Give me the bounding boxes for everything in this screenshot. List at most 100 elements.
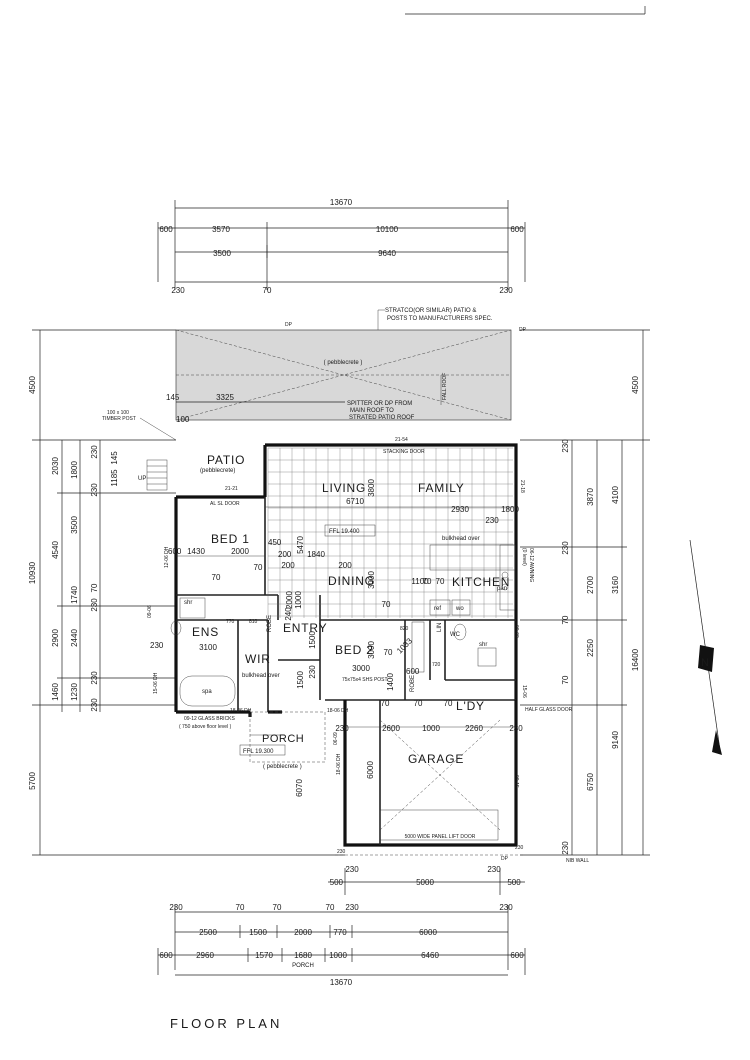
svg-text:70: 70 — [561, 615, 570, 624]
room-ens: ENS — [192, 625, 219, 639]
panel-lift-door-note: 5000 WIDE PANEL LIFT DOOR — [405, 834, 476, 840]
svg-text:145: 145 — [166, 393, 180, 402]
room-entry: ENTRY — [283, 621, 327, 635]
room-bed1: BED 1 — [211, 532, 250, 546]
svg-text:POSTS TO MANUFACTURERS SPEC.: POSTS TO MANUFACTURERS SPEC. — [387, 316, 493, 322]
svg-text:240: 240 — [284, 607, 293, 621]
svg-text:06-12 AWNING: 06-12 AWNING — [528, 548, 534, 582]
svg-text:2000: 2000 — [294, 928, 312, 937]
svg-text:6460: 6460 — [421, 951, 439, 960]
svg-text:70: 70 — [381, 699, 390, 708]
svg-text:1000: 1000 — [294, 591, 303, 609]
svg-text:70: 70 — [254, 563, 263, 572]
svg-text:9140: 9140 — [611, 731, 620, 749]
porch-pebblecrete: ( pebblecrete ) — [263, 764, 302, 770]
svg-text:1000: 1000 — [422, 724, 440, 733]
dim-top-r2-1: 9640 — [378, 249, 396, 258]
svg-text:18-06 DH: 18-06 DH — [336, 753, 342, 775]
kitchen-bench: ref wo pan bulkhead over — [429, 536, 516, 616]
svg-text:SPITTER OR DP FROM: SPITTER OR DP FROM — [347, 401, 412, 407]
svg-text:1185: 1185 — [110, 469, 119, 487]
svg-text:6750: 6750 — [586, 773, 595, 791]
dim-top-r1-0: 600 — [159, 225, 173, 234]
svg-text:18-06 DH: 18-06 DH — [327, 708, 349, 714]
dim-top-r3-1: 70 — [263, 286, 272, 295]
svg-text:UP: UP — [138, 476, 146, 482]
svg-text:DP: DP — [285, 322, 293, 328]
svg-text:230: 230 — [509, 724, 523, 733]
svg-text:70: 70 — [414, 699, 423, 708]
svg-text:70: 70 — [273, 903, 282, 912]
svg-text:5470: 5470 — [296, 536, 305, 554]
svg-text:600: 600 — [510, 951, 524, 960]
svg-text:230: 230 — [150, 641, 164, 650]
svg-text:3800: 3800 — [367, 479, 376, 497]
svg-text:600: 600 — [168, 547, 182, 556]
top-dimensions: 13670 600 3570 10100 600 3500 9640 230 7… — [157, 198, 526, 295]
svg-text:600: 600 — [406, 667, 420, 676]
north-arrow: N — [689, 539, 722, 755]
svg-text:200: 200 — [338, 561, 352, 570]
svg-text:6000: 6000 — [419, 928, 437, 937]
svg-text:1840: 1840 — [307, 550, 325, 559]
svg-text:2030: 2030 — [51, 457, 60, 475]
svg-text:70: 70 — [561, 675, 570, 684]
svg-text:2000: 2000 — [285, 591, 294, 609]
svg-text:720: 720 — [432, 662, 441, 668]
svg-text:10930: 10930 — [28, 561, 37, 584]
svg-text:bulkhead over: bulkhead over — [242, 673, 280, 679]
room-bed2: BED 2 — [335, 643, 374, 657]
svg-text:70: 70 — [326, 903, 335, 912]
svg-text:230: 230 — [561, 841, 570, 855]
room-family: FAMILY — [418, 481, 465, 495]
svg-text:70: 70 — [212, 573, 221, 582]
ens-spa: spa — [202, 689, 212, 695]
svg-text:2000: 2000 — [231, 547, 249, 556]
nib-wall-note: NIB WALL — [566, 858, 589, 864]
svg-text:200: 200 — [281, 561, 295, 570]
svg-text:3325: 3325 — [216, 393, 234, 402]
page-title: FLOOR PLAN — [170, 1016, 282, 1031]
svg-text:2900: 2900 — [51, 629, 60, 647]
room-living: LIVING — [322, 481, 366, 495]
svg-text:100: 100 — [176, 415, 190, 424]
fall-roof-note: FALL ROOF — [442, 373, 448, 400]
svg-text:AL SL DOOR: AL SL DOOR — [210, 501, 240, 507]
svg-text:100 x 100: 100 x 100 — [107, 410, 129, 416]
svg-text:09-15: 09-15 — [513, 775, 519, 788]
room-lin: LIN — [437, 623, 443, 632]
svg-text:230: 230 — [487, 865, 501, 874]
svg-text:70: 70 — [236, 903, 245, 912]
svg-text:230: 230 — [90, 445, 99, 459]
svg-text:6000: 6000 — [366, 761, 375, 779]
dim-top-r1-1: 3570 — [212, 225, 230, 234]
glass-bricks-note2: ( 750 above floor level ) — [179, 724, 232, 730]
svg-text:230: 230 — [345, 903, 359, 912]
svg-text:3500: 3500 — [70, 516, 79, 534]
svg-text:2250: 2250 — [586, 639, 595, 657]
svg-text:18-06 DH: 18-06 DH — [230, 708, 252, 714]
patio-roof-pebblecrete: ( pebblecrete ) — [324, 360, 363, 366]
svg-text:6710: 6710 — [346, 497, 364, 506]
svg-text:13670: 13670 — [330, 978, 353, 987]
svg-text:4100: 4100 — [611, 486, 620, 504]
svg-text:810: 810 — [249, 619, 258, 625]
room-patio-sub: (pebblecrete) — [200, 468, 235, 474]
svg-text:2930: 2930 — [451, 505, 469, 514]
svg-text:TIMBER POST: TIMBER POST — [102, 416, 136, 422]
svg-text:15-06 DH: 15-06 DH — [153, 672, 159, 694]
dim-top-r2-0: 3500 — [213, 249, 231, 258]
svg-text:STRATCO(OR SIMILAR) PATIO &: STRATCO(OR SIMILAR) PATIO & — [385, 308, 476, 314]
svg-text:1800: 1800 — [70, 461, 79, 479]
svg-text:75x75x4 SHS POST: 75x75x4 SHS POST — [342, 677, 388, 683]
svg-text:70: 70 — [436, 577, 445, 586]
ldy-shr: shr — [479, 642, 487, 648]
svg-text:09-09: 09-09 — [513, 625, 519, 638]
svg-text:70: 70 — [384, 648, 393, 657]
misc-notes: (0 level) 06-12 AWNING 09-12 GLASS BRICK… — [179, 548, 534, 756]
svg-text:820: 820 — [400, 626, 409, 632]
porch-outline: ( pebblecrete ) — [249, 711, 326, 770]
svg-text:1100: 1100 — [411, 577, 429, 586]
svg-text:5000: 5000 — [416, 878, 434, 887]
right-dimensions: 4500 16400 4100 3160 9140 3870 2700 2250… — [520, 329, 650, 864]
